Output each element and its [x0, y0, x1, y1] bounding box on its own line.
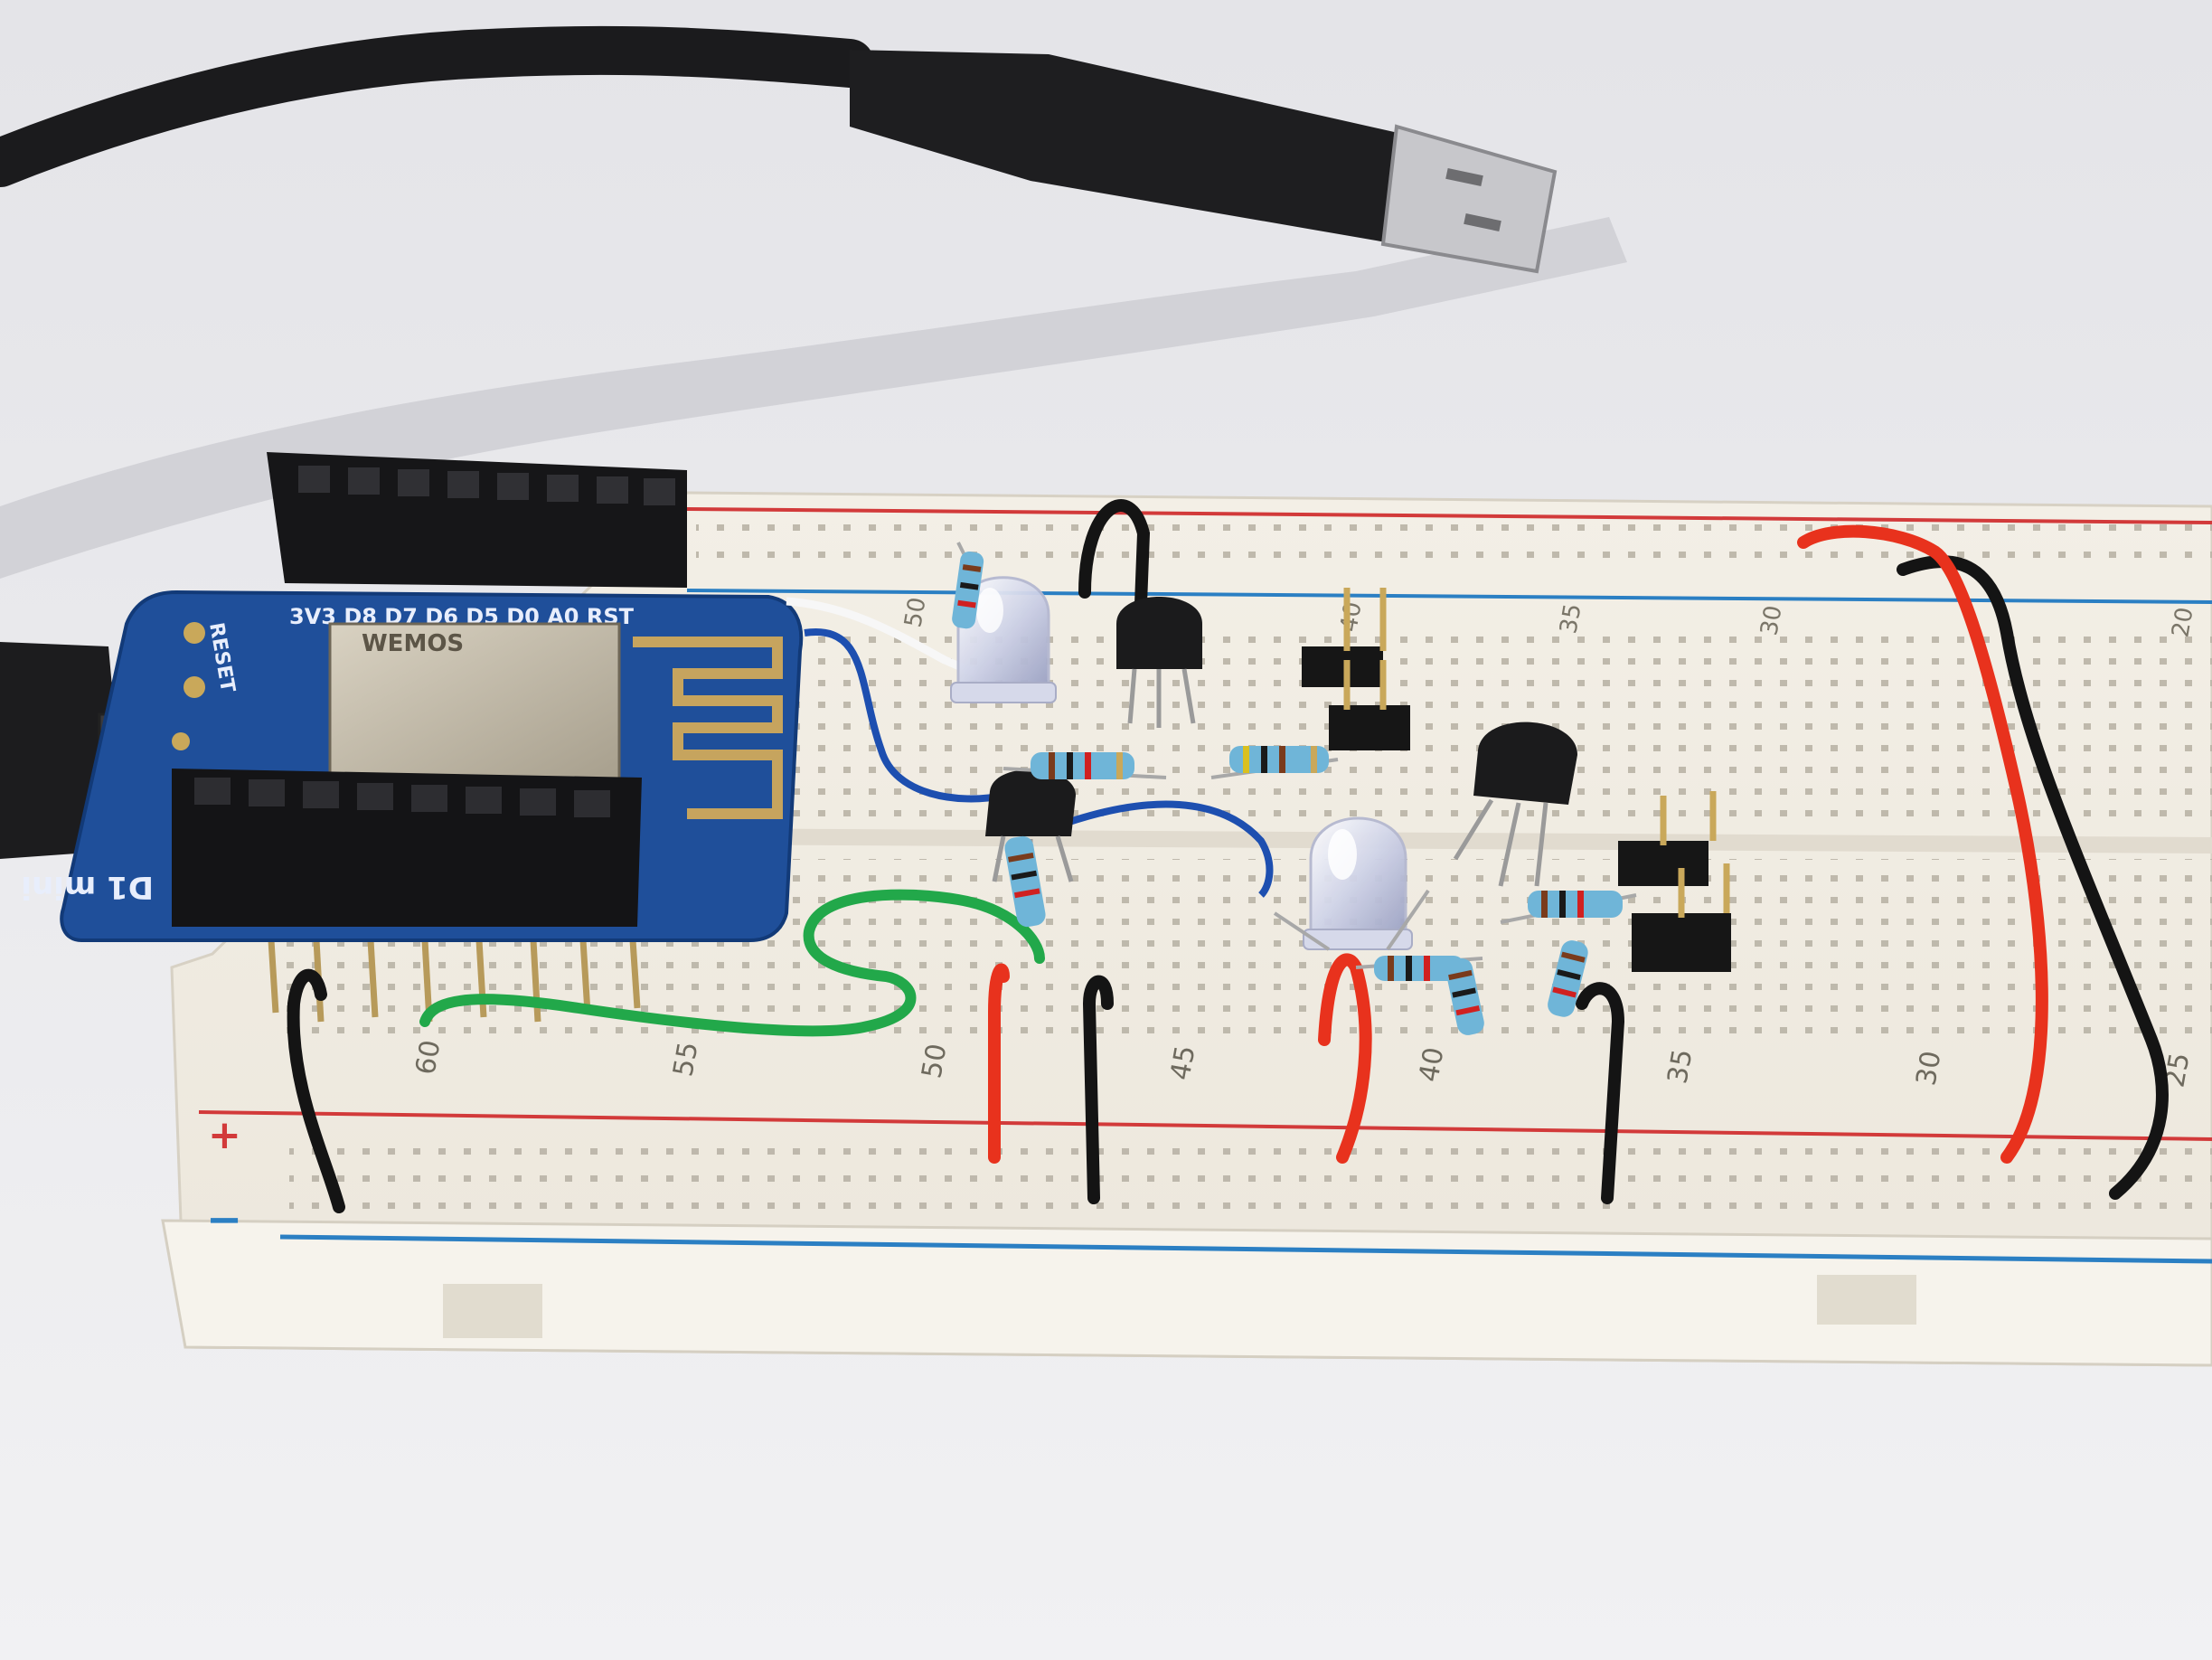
usb-plug-icon: [1380, 124, 1558, 274]
transistor-2: [1453, 722, 1577, 887]
minus-rail-label: −: [206, 1194, 242, 1245]
bottom-blue-line: [279, 1234, 2212, 1264]
blue-wire-2: [1065, 800, 1274, 898]
blue-wire-1: [804, 628, 1004, 803]
pin-header-top: [1302, 588, 1410, 750]
top-number-50: 50: [899, 595, 931, 629]
bottom-female-header: [172, 769, 642, 927]
bottom-number-50: 50: [916, 1042, 953, 1081]
top-number-35: 35: [1555, 601, 1586, 636]
top-number-40: 40: [1335, 599, 1367, 634]
transistor-1: [1116, 597, 1202, 728]
led-1: [950, 576, 1057, 703]
pcb-antenna-icon: [633, 637, 783, 819]
green-wire: [419, 889, 1045, 1037]
black-jumper-4: [1576, 982, 1625, 1204]
esp-module: [328, 622, 621, 784]
resistor-1: [952, 542, 984, 629]
module-text: WEMOS: [362, 630, 464, 657]
resistor-4: [1004, 835, 1046, 928]
plus-rail-label: +: [208, 1112, 241, 1158]
red-jumper-3: [1797, 524, 2048, 1164]
bottom-red-line: [198, 1110, 2212, 1141]
bottom-number-55: 55: [667, 1040, 704, 1080]
usb-cable: [0, 25, 874, 187]
bottom-number-30: 30: [1910, 1049, 1947, 1089]
top-number-30: 30: [1755, 603, 1787, 637]
top-number-20: 20: [2167, 605, 2198, 639]
red-jumper-2: [1318, 953, 1372, 1164]
usb-cable-icon: [850, 50, 1410, 244]
bottom-number-60: 60: [409, 1038, 447, 1078]
bottom-number-35: 35: [1661, 1047, 1699, 1087]
black-jumper-5: [1897, 555, 2169, 1200]
resistor-7: [1445, 957, 1484, 1035]
resistor-3: [1210, 746, 1339, 779]
pin-header-bottom: [1618, 791, 1731, 972]
bottom-number-40: 40: [1413, 1045, 1450, 1085]
cable-shadow: [0, 217, 1627, 579]
resistor-5: [1500, 891, 1637, 924]
bottom-number-45: 45: [1164, 1043, 1201, 1083]
black-jumper-3: [1082, 975, 1114, 1204]
black-jumper-1: [1078, 499, 1151, 657]
black-jumper-2: [287, 968, 345, 1213]
white-wire: [786, 597, 978, 678]
resistor-8: [1548, 940, 1588, 1017]
red-jumper-1: [988, 963, 1010, 1164]
led-2: [1273, 816, 1430, 951]
resistor-2: [1002, 752, 1167, 779]
board-name: D1 mini: [21, 869, 154, 905]
